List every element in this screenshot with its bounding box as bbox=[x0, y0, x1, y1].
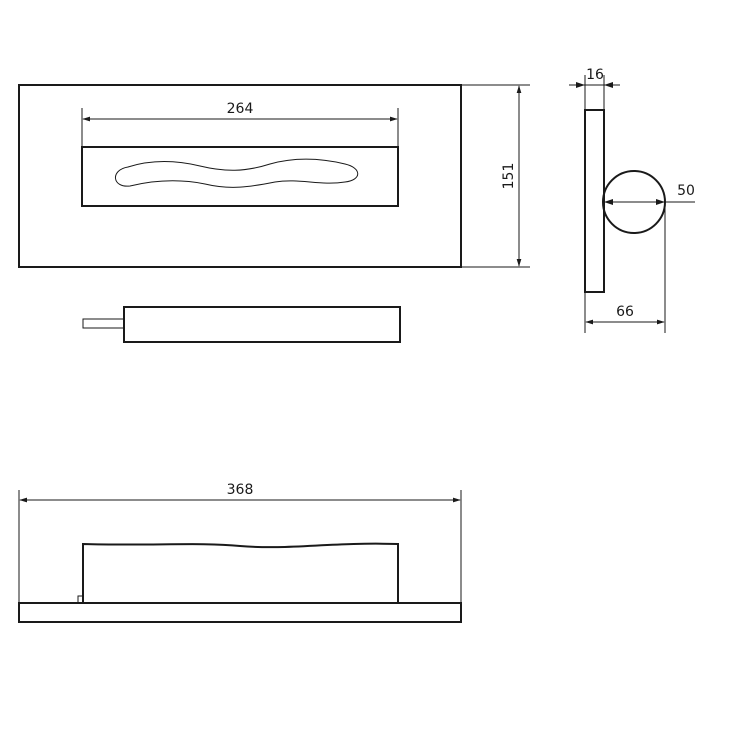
front-plate bbox=[18, 84, 462, 268]
top-view bbox=[82, 306, 401, 343]
dim-16-label: 16 bbox=[586, 67, 604, 83]
side-view: 16 50 66 bbox=[569, 67, 695, 333]
dim-264-label: 264 bbox=[227, 101, 254, 117]
dim-16-arrow-right bbox=[604, 82, 613, 88]
dim-50-arrow-right bbox=[656, 199, 665, 205]
burner-tab bbox=[77, 595, 84, 604]
burner-body-top bbox=[123, 306, 401, 343]
dim-50-label: 50 bbox=[677, 183, 695, 199]
side-plate bbox=[584, 109, 605, 293]
dim-151-label: 151 bbox=[501, 163, 517, 190]
burner-body-elevation bbox=[82, 542, 399, 603]
dim-66-label: 66 bbox=[616, 304, 634, 320]
base-plate bbox=[18, 602, 462, 623]
dim-368-label: 368 bbox=[227, 482, 254, 498]
burner-tray-front bbox=[81, 146, 399, 207]
bottom-view: 368 bbox=[18, 482, 462, 623]
dim-50-arrow-left bbox=[604, 199, 613, 205]
wave-flame-slot bbox=[115, 158, 359, 188]
dim-16-arrow-left bbox=[576, 82, 585, 88]
burner-pipe-top bbox=[82, 318, 125, 329]
front-view: 264 151 bbox=[18, 84, 530, 268]
